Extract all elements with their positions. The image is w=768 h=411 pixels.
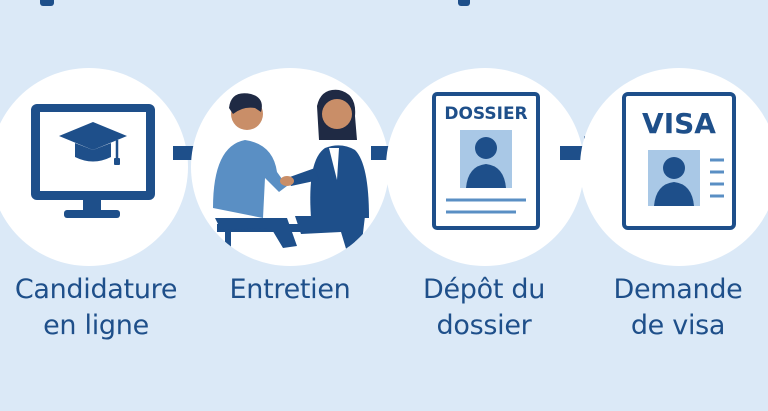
step-label-line-2: en ligne — [0, 308, 196, 344]
step-label-line-1: Entretien — [190, 272, 390, 308]
step-circle — [0, 68, 188, 266]
step-label-line-1: Demande — [578, 272, 768, 308]
dossier-card-text: DOSSIER — [444, 104, 527, 124]
step-label: Entretien — [190, 272, 390, 308]
step-label-line-2: dossier — [384, 308, 584, 344]
step-label-line-1: Candidature — [0, 272, 196, 308]
computer-graduation-cap-icon — [0, 68, 188, 266]
visa-document-icon: VISA — [580, 68, 768, 266]
interview-people-icon — [191, 68, 389, 266]
step-circle: VISA — [580, 68, 768, 266]
step-circle: DOSSIER — [386, 68, 584, 266]
step-circle — [191, 68, 389, 266]
step-label: Candidature en ligne — [0, 272, 196, 344]
cropped-heading-fragment — [40, 0, 54, 6]
step-label-line-2: de visa — [578, 308, 768, 344]
cropped-heading-fragment — [458, 0, 470, 6]
step-label: Demande de visa — [578, 272, 768, 344]
step-label: Dépôt du dossier — [384, 272, 584, 344]
dossier-document-icon: DOSSIER — [386, 68, 584, 266]
visa-card-text: VISA — [642, 107, 716, 140]
step-label-line-1: Dépôt du — [384, 272, 584, 308]
